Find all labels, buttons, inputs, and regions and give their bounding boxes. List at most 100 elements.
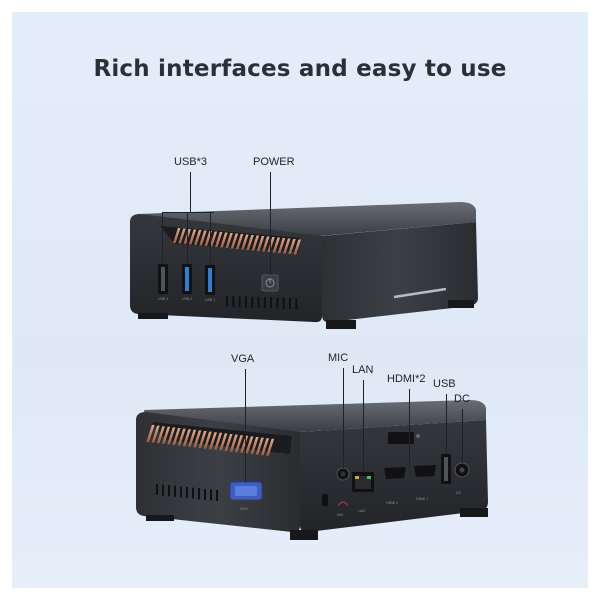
vent-slot (270, 297, 273, 309)
label-power: POWER (253, 156, 295, 168)
vent-fin (214, 232, 223, 247)
tag-hdmi-2: HDMI 2 (386, 501, 398, 505)
vent-slot (180, 486, 182, 498)
leader-usb3 (190, 172, 191, 212)
vent-fin (266, 438, 275, 456)
leader-vga (245, 369, 246, 482)
side-vent-slots (156, 484, 218, 501)
vent-fin (293, 239, 301, 255)
vent-fin (198, 431, 207, 448)
vent-slot (226, 296, 228, 307)
vent-fin (178, 228, 186, 244)
vent-fin (251, 235, 260, 251)
vent-fin (250, 437, 259, 454)
vent-slot (263, 297, 266, 309)
label-lan: LAN (352, 364, 374, 376)
label-vga: VGA (231, 353, 255, 365)
vent-slot (186, 487, 188, 498)
label-usb3: USB*3 (174, 156, 208, 168)
vent-fin (272, 237, 281, 253)
label-dc: DC (454, 393, 470, 405)
leader-mic (343, 368, 344, 468)
vent-fin (260, 438, 270, 456)
vent-fin (188, 229, 197, 245)
vent-slot (210, 489, 212, 501)
vent-slot (289, 298, 291, 309)
vent-slot (192, 487, 194, 499)
leader-dc (462, 409, 463, 463)
vent-fin (230, 233, 239, 249)
vent-slot (232, 296, 235, 308)
label-mic: MIC (328, 352, 349, 364)
device-side-face (322, 222, 478, 323)
tag-usb-3: USB 3 (158, 297, 168, 301)
leader-usb (446, 394, 447, 454)
vent-slot (168, 485, 170, 497)
page-title: Rich interfaces and easy to use (93, 56, 507, 82)
vent-fin (256, 236, 265, 251)
tag-usb-1: USB 1 (205, 298, 215, 302)
vent-fin (277, 238, 286, 253)
vent-fin (193, 230, 202, 245)
tag-mic: MIC (337, 513, 344, 517)
vent-fin (224, 434, 233, 451)
leader-lan (363, 380, 364, 472)
vent-fin (199, 230, 207, 246)
vent-fin (162, 426, 171, 444)
label-usb: USB (433, 378, 456, 390)
lock-slot (322, 494, 328, 506)
vent-fin (209, 231, 218, 247)
auxiliary-port (388, 432, 414, 444)
device-back-view (136, 400, 488, 540)
leader-power (270, 172, 271, 275)
vent-fin (235, 234, 244, 249)
device-front-view (130, 202, 478, 329)
vent-fin (172, 428, 181, 445)
vent-fin (241, 234, 249, 250)
tag-hdmi-1: HDMI 1 (416, 497, 428, 501)
vent-fin (151, 425, 160, 443)
vent-fin (208, 432, 217, 450)
tag-usb-2: USB 2 (182, 297, 192, 301)
vent-fin (245, 436, 254, 454)
vent-fin (283, 238, 291, 254)
vent-slot (244, 296, 247, 308)
vent-fin (262, 236, 270, 252)
vent-slot (257, 297, 260, 308)
vent-fin (146, 425, 155, 442)
vent-slot (282, 297, 285, 309)
vent-fin (220, 232, 228, 248)
tag-lan: LAN (358, 509, 365, 513)
vent-fin (246, 235, 254, 250)
vent-fin (156, 426, 165, 444)
vent-slot (295, 298, 298, 310)
vent-slot (204, 488, 206, 500)
vent-fin (234, 435, 243, 453)
vent-fin (255, 437, 264, 455)
hdmi-port-1 (414, 465, 436, 477)
vent-fin (193, 430, 202, 448)
tag-dc: DC (456, 491, 462, 495)
vent-slot (156, 484, 158, 495)
vent-slot (174, 485, 176, 497)
vent-slot (162, 484, 164, 496)
vent-fin (267, 237, 275, 252)
vent-fin (240, 435, 249, 453)
vent-fin (214, 432, 223, 450)
vent-fin (225, 233, 233, 248)
vent-fin (173, 228, 181, 243)
vent-fin (177, 428, 186, 446)
vent-fin (167, 427, 176, 445)
tag-vga: VGA (240, 507, 248, 511)
front-bottom-vent-slots (226, 296, 298, 310)
vent-fin (182, 429, 191, 447)
vent-slot (238, 296, 241, 308)
vent-fin (229, 434, 238, 452)
vent-slot (251, 296, 254, 308)
label-hdmi2: HDMI*2 (387, 373, 426, 385)
vent-fin (203, 431, 212, 449)
status-light-bar (393, 287, 447, 299)
leader-hdmi2 (409, 389, 410, 467)
